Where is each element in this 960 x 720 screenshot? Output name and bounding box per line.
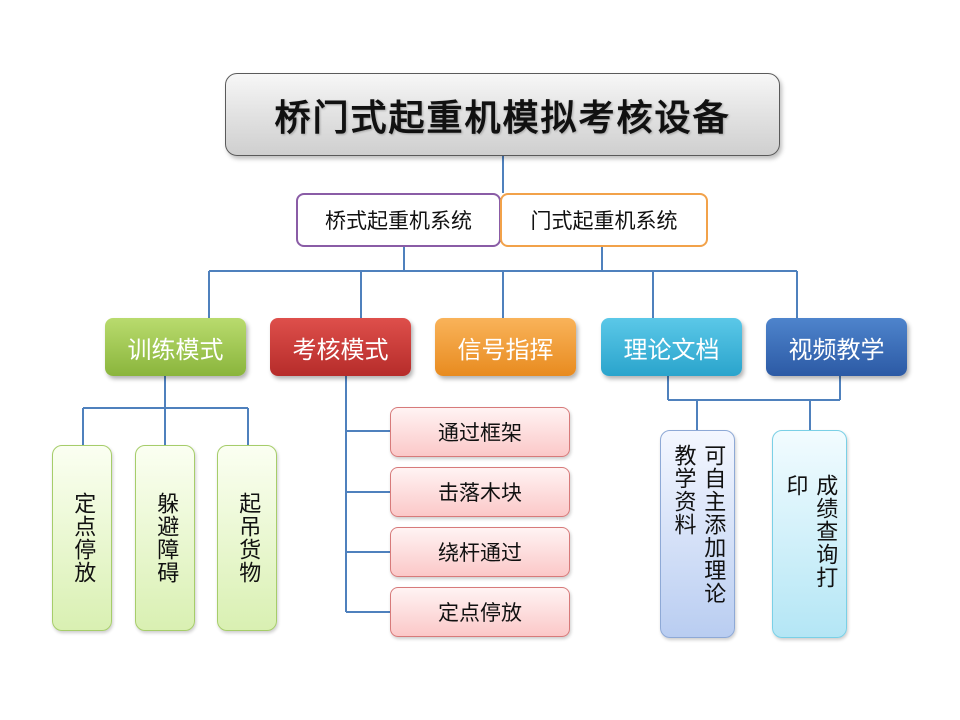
theory-material-box: 可自主添加理论教学资料 [660, 430, 735, 638]
training-item-label: 定点停放 [70, 492, 96, 584]
training-item-label: 躲避障碍 [153, 492, 179, 584]
score-query-box: 成绩查询打印 [772, 430, 847, 638]
gantry-crane-system-box: 门式起重机系统 [500, 193, 708, 247]
exam-mode-box: 考核模式 [270, 318, 411, 376]
theory-material-label: 可自主添加理论教学资料 [670, 444, 726, 605]
exam-item-slalom-poles: 绕杆通过 [390, 527, 570, 577]
theory-docs-box: 理论文档 [601, 318, 742, 376]
training-item-avoid-obstacles: 躲避障碍 [135, 445, 195, 631]
training-mode-box: 训练模式 [105, 318, 246, 376]
signal-command-box: 信号指挥 [435, 318, 576, 376]
training-item-fixed-parking: 定点停放 [52, 445, 112, 631]
exam-item-fixed-parking: 定点停放 [390, 587, 570, 637]
training-item-lift-cargo: 起吊货物 [217, 445, 277, 631]
video-teaching-box: 视频教学 [766, 318, 907, 376]
score-query-label: 成绩查询打印 [782, 474, 838, 589]
bridge-crane-system-box: 桥式起重机系统 [296, 193, 501, 247]
training-item-label: 起吊货物 [235, 492, 261, 584]
exam-item-pass-frame: 通过框架 [390, 407, 570, 457]
diagram-title: 桥门式起重机模拟考核设备 [225, 73, 780, 156]
exam-item-knock-blocks: 击落木块 [390, 467, 570, 517]
